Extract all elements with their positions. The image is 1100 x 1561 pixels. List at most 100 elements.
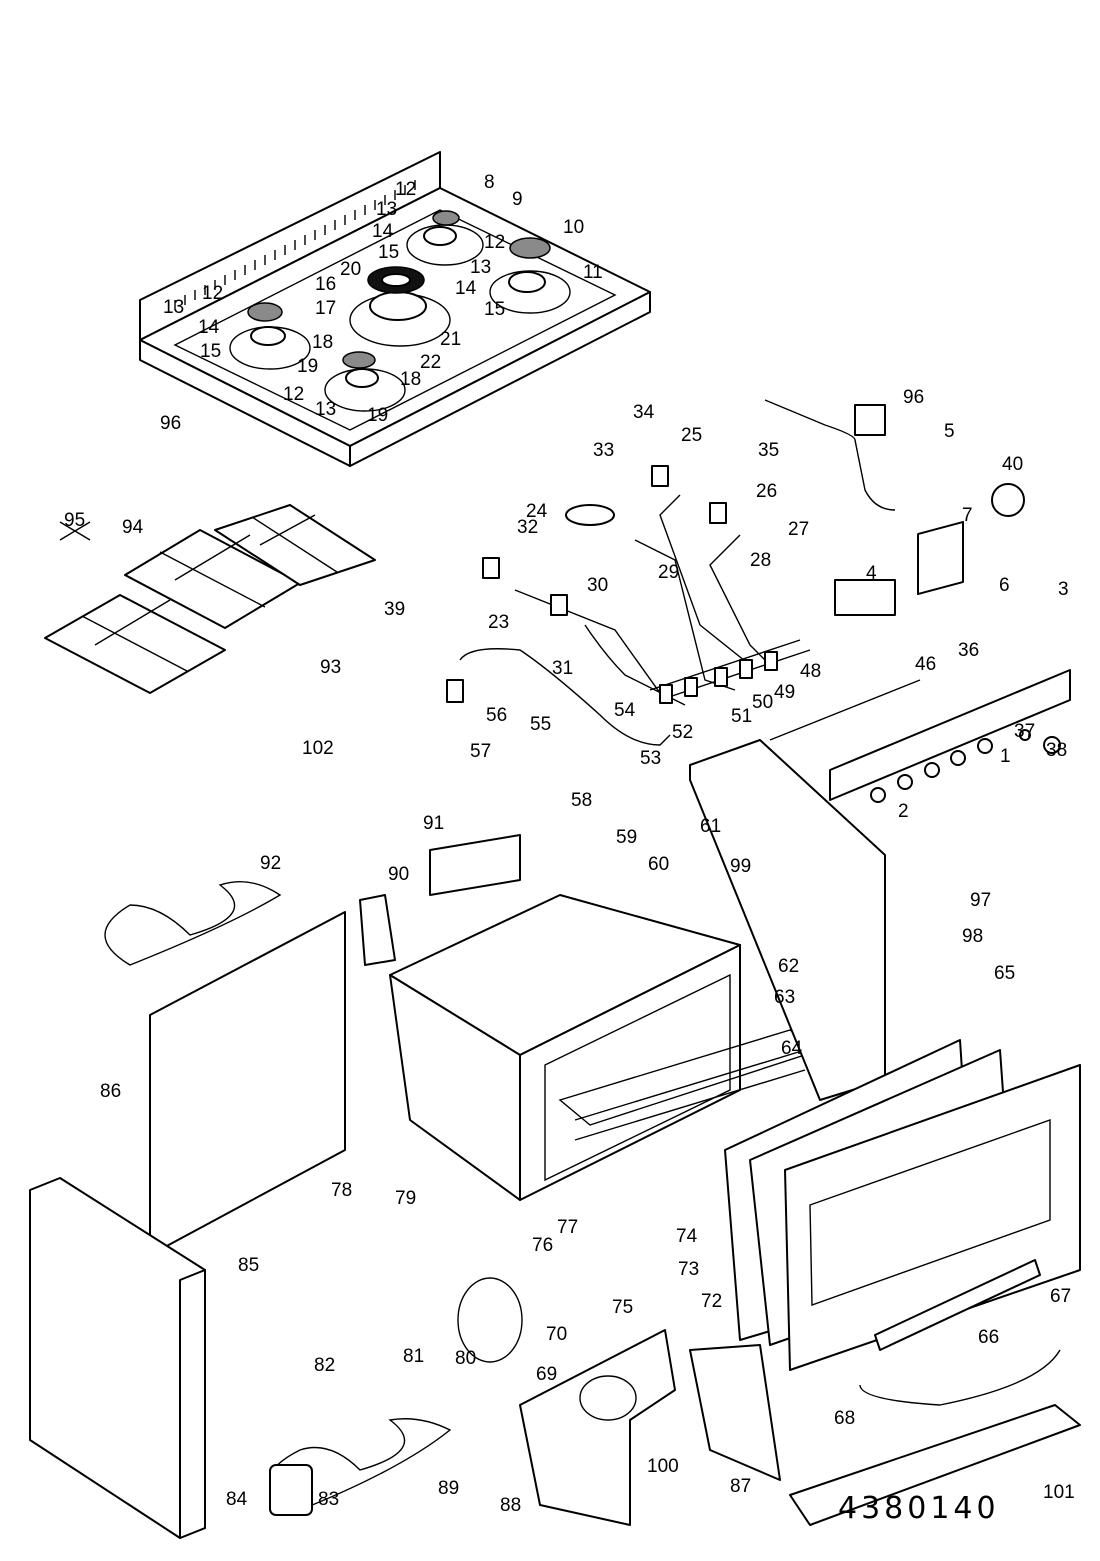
part-number-label: 79 — [395, 1188, 416, 1209]
part-number-label: 14 — [372, 221, 394, 242]
part-number-label: 15 — [200, 341, 221, 362]
part-number-label: 64 — [781, 1038, 803, 1059]
part-number-label: 89 — [438, 1478, 459, 1499]
part-number-label: 81 — [403, 1346, 424, 1367]
part-number-label: 25 — [681, 425, 702, 446]
part-number-label: 56 — [486, 705, 507, 726]
part-number-label: 70 — [546, 1324, 567, 1345]
part-number-label: 74 — [676, 1226, 698, 1247]
part-number-label: 54 — [614, 700, 636, 721]
part-number-label: 23 — [488, 612, 509, 633]
part-number-label: 86 — [100, 1081, 121, 1102]
part-number-label: 19 — [297, 356, 318, 377]
part-number-label: 68 — [834, 1408, 855, 1429]
part-number-label: 12 — [395, 179, 416, 200]
part-number-label: 31 — [552, 658, 573, 679]
part-number-label: 78 — [331, 1180, 352, 1201]
part-number-label: 19 — [367, 405, 388, 426]
part-number-label: 102 — [302, 738, 334, 759]
part-number-label: 91 — [423, 813, 444, 834]
part-number-label: 33 — [593, 440, 614, 461]
part-number-label: 16 — [315, 274, 336, 295]
part-number-label: 85 — [238, 1255, 259, 1276]
part-number-label: 10 — [563, 217, 584, 238]
part-number-label: 51 — [731, 706, 752, 727]
part-number-label: 18 — [312, 332, 333, 353]
part-number-label: 48 — [800, 661, 821, 682]
part-number-label: 67 — [1050, 1286, 1071, 1307]
part-number-label: 98 — [962, 926, 983, 947]
part-number-label: 34 — [633, 402, 655, 423]
part-number-label: 13 — [376, 199, 397, 220]
part-number-label: 60 — [648, 854, 669, 875]
burners — [229, 210, 571, 412]
pan-supports — [44, 504, 376, 694]
part-number-label: 4 — [866, 563, 877, 584]
part-number-label: 12 — [484, 232, 505, 253]
part-number-label: 50 — [752, 692, 773, 713]
panels-and-door — [29, 911, 1081, 1539]
part-number-label: 12 — [202, 283, 223, 304]
part-number-label: 15 — [378, 242, 399, 263]
part-number-label: 49 — [774, 682, 795, 703]
part-number-label: 57 — [470, 741, 491, 762]
part-number-label: 13 — [315, 399, 336, 420]
part-number-label: 84 — [226, 1489, 248, 1510]
part-number-label: 15 — [484, 299, 505, 320]
part-number-label: 11 — [583, 262, 603, 283]
part-number-label: 14 — [198, 317, 220, 338]
part-number-label: 61 — [700, 816, 721, 837]
part-number-label: 8 — [484, 172, 495, 193]
part-number-label: 20 — [340, 259, 361, 280]
part-number-label: 62 — [778, 956, 799, 977]
part-number-label: 1 — [1000, 746, 1011, 767]
part-number-label: 28 — [750, 550, 771, 571]
part-number-label: 90 — [388, 864, 409, 885]
part-number-label: 30 — [587, 575, 608, 596]
part-number-label: 6 — [999, 575, 1010, 596]
part-number-label: 55 — [530, 714, 551, 735]
part-number-label: 94 — [122, 517, 144, 538]
part-number-label: 52 — [672, 722, 693, 743]
vent-slots — [174, 180, 416, 310]
part-number-label: 95 — [64, 510, 85, 531]
gas-pipework — [446, 465, 811, 746]
part-number-label: 96 — [160, 413, 181, 434]
part-number-label: 73 — [678, 1259, 699, 1280]
part-number-label: 36 — [958, 640, 979, 661]
part-number-label: 65 — [994, 963, 1015, 984]
part-number-label: 82 — [314, 1355, 335, 1376]
part-number-label: 38 — [1046, 740, 1067, 761]
part-number-label: 53 — [640, 748, 661, 769]
part-number-label: 14 — [455, 278, 477, 299]
cooktop — [139, 151, 651, 467]
part-number-label: 76 — [532, 1235, 553, 1256]
part-number-label: 13 — [470, 257, 491, 278]
part-number-label: 27 — [788, 519, 809, 540]
part-number-label: 7 — [962, 505, 973, 526]
part-number-label: 72 — [701, 1291, 722, 1312]
part-number-label: 46 — [915, 654, 936, 675]
part-number-label: 96 — [903, 387, 924, 408]
part-number-label: 35 — [758, 440, 779, 461]
part-number-label: 59 — [616, 827, 637, 848]
part-number-label: 83 — [318, 1489, 339, 1510]
part-number-label: 66 — [978, 1327, 999, 1348]
part-number-label: 37 — [1014, 721, 1035, 742]
part-number-label: 101 — [1043, 1482, 1075, 1503]
part-number-label: 88 — [500, 1495, 521, 1516]
part-number-label: 24 — [526, 501, 548, 522]
part-number-label: 26 — [756, 481, 777, 502]
part-number-label: 3 — [1058, 579, 1069, 600]
part-number-label: 80 — [455, 1348, 476, 1369]
part-number-label: 39 — [384, 599, 405, 620]
part-number-label: 58 — [571, 790, 592, 811]
part-number-label: 13 — [163, 297, 184, 318]
part-number-label: 97 — [970, 890, 991, 911]
part-number-label: 17 — [315, 298, 336, 319]
control-components — [764, 399, 1071, 803]
part-number-label: 87 — [730, 1476, 751, 1497]
part-number-label: 32 — [517, 517, 538, 538]
